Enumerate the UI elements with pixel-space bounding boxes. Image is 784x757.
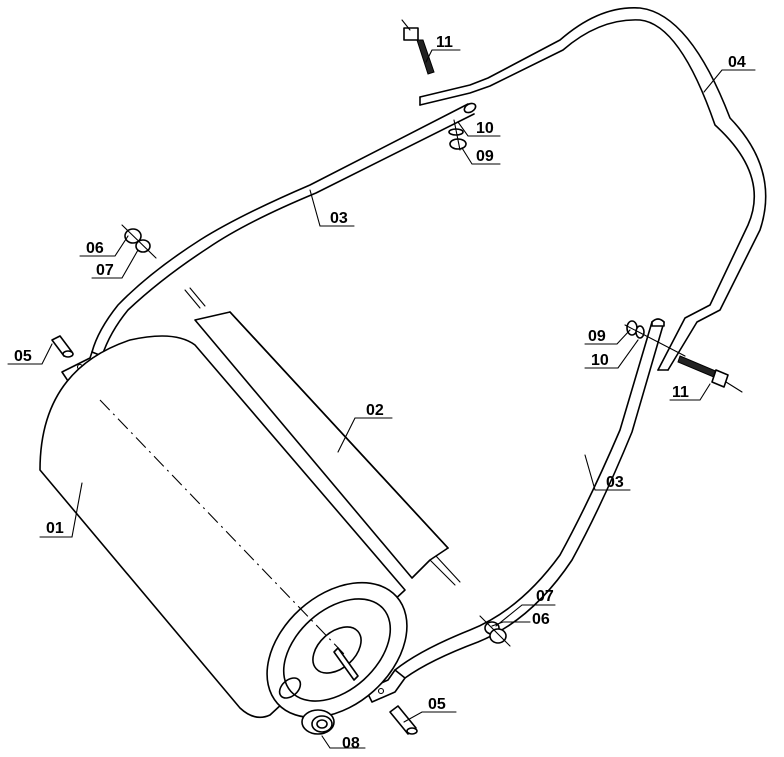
label-09-right: 09 xyxy=(588,328,606,345)
label-06-left: 06 xyxy=(86,240,104,257)
label-04: 04 xyxy=(728,54,746,71)
label-07-right: 07 xyxy=(536,588,554,605)
label-08: 08 xyxy=(342,735,360,752)
nut-washer-06-07-left xyxy=(121,224,157,259)
label-03-left: 03 xyxy=(330,210,348,227)
side-bar-03-right xyxy=(365,318,665,703)
end-cap-05-left xyxy=(51,335,74,358)
label-07-left: 07 xyxy=(96,262,114,279)
bolt-11-right xyxy=(677,355,743,393)
label-05-right: 05 xyxy=(428,696,446,713)
label-10-left: 10 xyxy=(476,120,494,137)
roller-drum-01 xyxy=(39,335,408,719)
nut-washer-06-07-right xyxy=(479,615,511,647)
label-11-left: 11 xyxy=(436,34,453,51)
scraper-bar-02 xyxy=(184,287,461,586)
bolt-11-left xyxy=(401,19,435,75)
top-handle-04 xyxy=(419,6,767,371)
label-06-right: 06 xyxy=(532,611,550,628)
bushing-08 xyxy=(301,709,335,735)
label-11-right: 11 xyxy=(672,384,689,401)
leader-lines xyxy=(7,49,756,749)
label-05-left: 05 xyxy=(14,348,32,365)
label-02: 02 xyxy=(366,402,384,419)
label-09-left: 09 xyxy=(476,148,494,165)
nut-washer-09-10-left xyxy=(448,119,467,151)
label-10-right: 10 xyxy=(591,352,609,369)
nut-washer-09-10-right xyxy=(624,320,686,357)
label-01: 01 xyxy=(46,520,64,537)
label-03-right: 03 xyxy=(606,474,624,491)
end-cap-05-right xyxy=(389,705,418,735)
